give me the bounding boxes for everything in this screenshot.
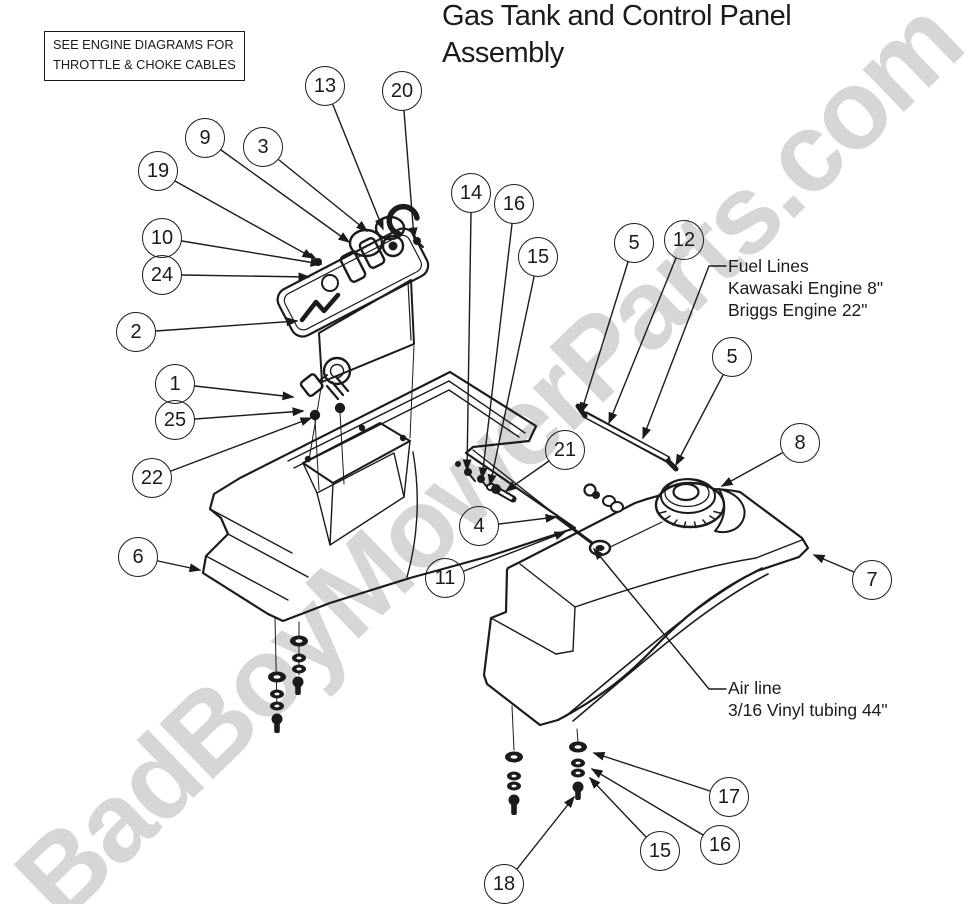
callout-5: 5 <box>614 223 654 263</box>
gas-tank-details <box>490 521 803 722</box>
choke-lever-icon <box>299 292 341 323</box>
ignition-switch <box>381 234 405 258</box>
callout-15: 15 <box>518 237 558 277</box>
callout-14: 14 <box>451 173 491 213</box>
callout-22: 22 <box>132 458 172 498</box>
control-panel <box>276 203 430 461</box>
callout-18: 18 <box>484 864 524 904</box>
fuel-line-tube <box>575 403 679 472</box>
callout-25: 25 <box>155 400 195 440</box>
callout-1: 1 <box>155 364 195 404</box>
callout-20: 20 <box>382 71 422 111</box>
callout-12: 12 <box>664 220 704 260</box>
note-line-1: SEE ENGINE DIAGRAMS FOR <box>53 37 234 52</box>
callout-16: 16 <box>494 184 534 224</box>
toggle-switch <box>339 251 367 283</box>
engine-note-box: SEE ENGINE DIAGRAMS FOR THROTTLE & CHOKE… <box>44 31 245 81</box>
title-line-1: Gas Tank and Control Panel <box>442 0 792 32</box>
callout-9: 9 <box>185 118 225 158</box>
callout-8: 8 <box>780 423 820 463</box>
tank-fasteners <box>505 705 587 815</box>
callout-16b: 16 <box>700 825 740 865</box>
callout-6: 6 <box>118 537 158 577</box>
callout-5b: 5 <box>712 337 752 377</box>
air-line-fitting <box>555 515 612 557</box>
console-fasteners <box>268 616 308 733</box>
air-line-annotation: Air line 3/16 Vinyl tubing 44" <box>728 678 888 720</box>
callout-21: 21 <box>545 430 585 470</box>
title-line-2: Assembly <box>442 37 564 69</box>
callout-2: 2 <box>116 312 156 352</box>
note-line-2: THROTTLE & CHOKE CABLES <box>53 57 236 73</box>
callout-11: 11 <box>425 558 465 598</box>
ignition-key <box>299 356 352 491</box>
fuel-lines-annotation: Fuel Lines Kawasaki Engine 8" Briggs Eng… <box>728 256 884 320</box>
callout-7: 7 <box>852 560 892 600</box>
nut-and-spacer <box>583 483 624 513</box>
leader-lines <box>155 104 855 870</box>
callout-10: 10 <box>142 218 182 258</box>
callout-19: 19 <box>138 151 178 191</box>
gas-cap <box>654 478 746 534</box>
callout-13: 13 <box>305 66 345 106</box>
page-title: Gas Tank and Control Panel Assembly <box>442 0 792 72</box>
callout-17: 17 <box>709 777 749 817</box>
callout-3: 3 <box>243 127 283 167</box>
callout-24: 24 <box>142 255 182 295</box>
callout-15b: 15 <box>640 831 680 871</box>
callout-4: 4 <box>459 506 499 546</box>
rubber-boot <box>386 203 420 237</box>
